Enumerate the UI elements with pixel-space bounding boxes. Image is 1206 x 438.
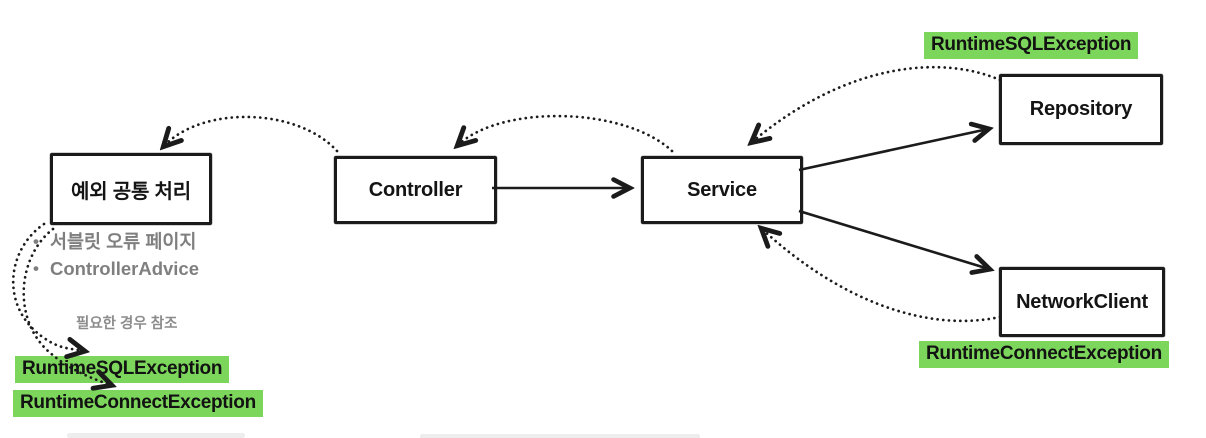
bullet-icon: • xyxy=(33,232,39,251)
handled-exception-sql-label: RuntimeSQLException xyxy=(15,356,230,383)
node-exception-handler-label: 예외 공통 처리 xyxy=(71,180,191,203)
handler-note-controlleradvice: ControllerAdvice xyxy=(49,258,200,279)
arrow-service-to-networkclient xyxy=(798,209,989,269)
repository-exception-label: RuntimeSQLException xyxy=(924,32,1139,59)
list-item: • 서블릿 오류 페이지 xyxy=(33,228,199,255)
node-networkclient: NetworkClient xyxy=(999,267,1165,337)
bullet-icon: • xyxy=(33,259,39,278)
node-repository: Repository xyxy=(999,74,1163,145)
node-service-label: Service xyxy=(687,178,757,201)
arc-controller-exception-to-handler xyxy=(164,115,339,153)
node-controller: Controller xyxy=(334,156,497,224)
node-networkclient-label: NetworkClient xyxy=(1016,290,1148,313)
arc-networkclient-exception-to-service xyxy=(762,229,1002,323)
node-repository-label: Repository xyxy=(1029,98,1133,120)
cropped-box-edge-right xyxy=(420,434,700,438)
networkclient-exception-label: RuntimeConnectException xyxy=(919,341,1169,368)
arc-repository-exception-to-service xyxy=(752,65,1002,142)
arrow-service-to-repository xyxy=(798,129,988,172)
handler-note-servlet-error-page: 서블릿 오류 페이지 xyxy=(49,231,197,252)
arc-service-exception-to-controller xyxy=(458,114,674,153)
node-service: Service xyxy=(641,156,803,224)
handler-notes-list: • 서블릿 오류 페이지 • ControllerAdvice xyxy=(33,228,199,282)
node-controller-label: Controller xyxy=(368,178,463,201)
reference-note: 필요한 경우 참조 xyxy=(76,316,178,332)
cropped-box-edge-left xyxy=(67,433,245,438)
list-item: • ControllerAdvice xyxy=(33,255,199,282)
handled-exception-connect-label: RuntimeConnectException xyxy=(13,390,263,417)
node-exception-handler: 예외 공통 처리 xyxy=(50,153,212,225)
